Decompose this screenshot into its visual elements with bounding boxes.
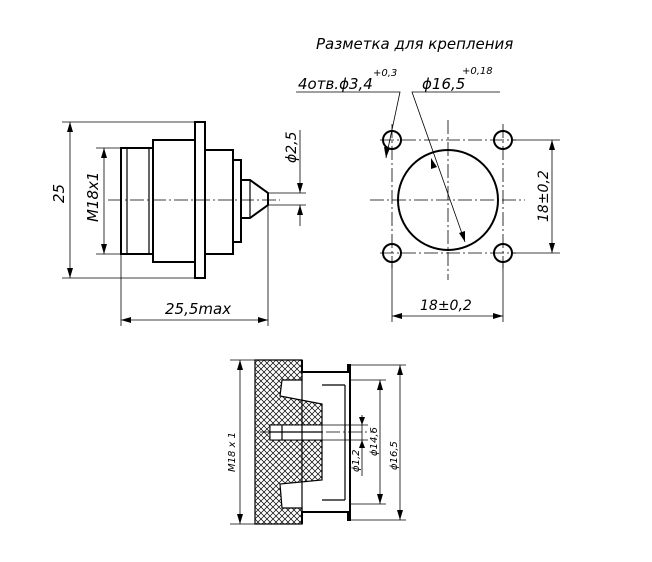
center-hole [397,149,499,251]
hole-pattern: 4отв.ϕ3,4 +0,3 ϕ16,5 +0,18 18±0,2 18±0,2 [296,66,560,322]
dim-length: 25,5max [165,300,231,318]
connector-pin [241,179,269,219]
front-view: 25 M18x1 25,5max ϕ2,5 [50,121,306,326]
section-dim-outer: ϕ16,5 [389,441,400,470]
drawing-title: Разметка для крепления [316,35,513,53]
section-view: M18 x 1 ϕ1,2 ϕ14,6 ϕ16,5 [227,359,406,525]
dim-thread: M18x1 [84,172,102,222]
connector-body [152,139,196,263]
holes-label: 4отв.ϕ3,4 [298,75,373,93]
dim-horizontal: 18±0,2 [420,298,472,314]
connector-rear [204,149,234,255]
section-dim-small: ϕ1,2 [351,450,362,473]
dim-height: 25 [50,184,68,203]
holes-tolerance: +0,3 [373,68,397,79]
section-dim-thread: M18 x 1 [227,432,238,472]
center-hole-tolerance: +0,18 [462,66,493,77]
connector-nut [120,147,154,255]
connector-rear-step [232,159,242,243]
section-body [254,359,323,525]
dim-pin: ϕ2,5 [284,131,300,163]
dim-vertical: 18±0,2 [536,170,552,222]
section-dim-mid: ϕ14,6 [369,427,380,456]
center-hole-label: ϕ16,5 [422,75,465,93]
